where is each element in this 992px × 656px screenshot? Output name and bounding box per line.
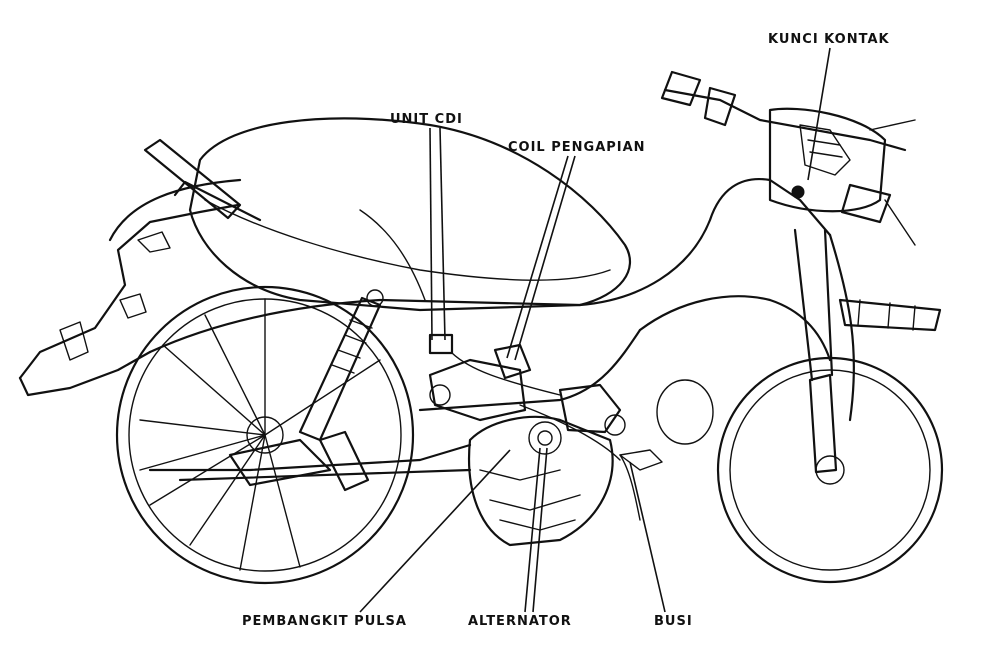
front-fork: [793, 228, 838, 474]
seat: [188, 117, 631, 312]
body-frame: [148, 177, 856, 482]
rear-fender: [18, 178, 242, 397]
label-pembangkit-pulsa: PEMBANGKIT PULSA: [242, 614, 407, 629]
label-kunci-kontak: KUNCI KONTAK: [768, 32, 890, 47]
ignition-key-switch: [791, 124, 851, 199]
rear-shock: [298, 289, 384, 442]
label-unit-cdi: UNIT CDI: [390, 112, 463, 127]
grab-rail: [143, 138, 262, 222]
leader-lines: [359, 47, 831, 613]
label-alternator: ALTERNATOR: [468, 614, 572, 629]
muffler: [228, 430, 370, 492]
handlebar: [660, 70, 916, 246]
engine: [468, 415, 614, 547]
label-busi: BUSI: [654, 614, 693, 629]
label-coil-pengapian: COIL PENGAPIAN: [508, 140, 646, 155]
ignition-components: [428, 333, 663, 521]
front-carrier: [838, 298, 942, 332]
